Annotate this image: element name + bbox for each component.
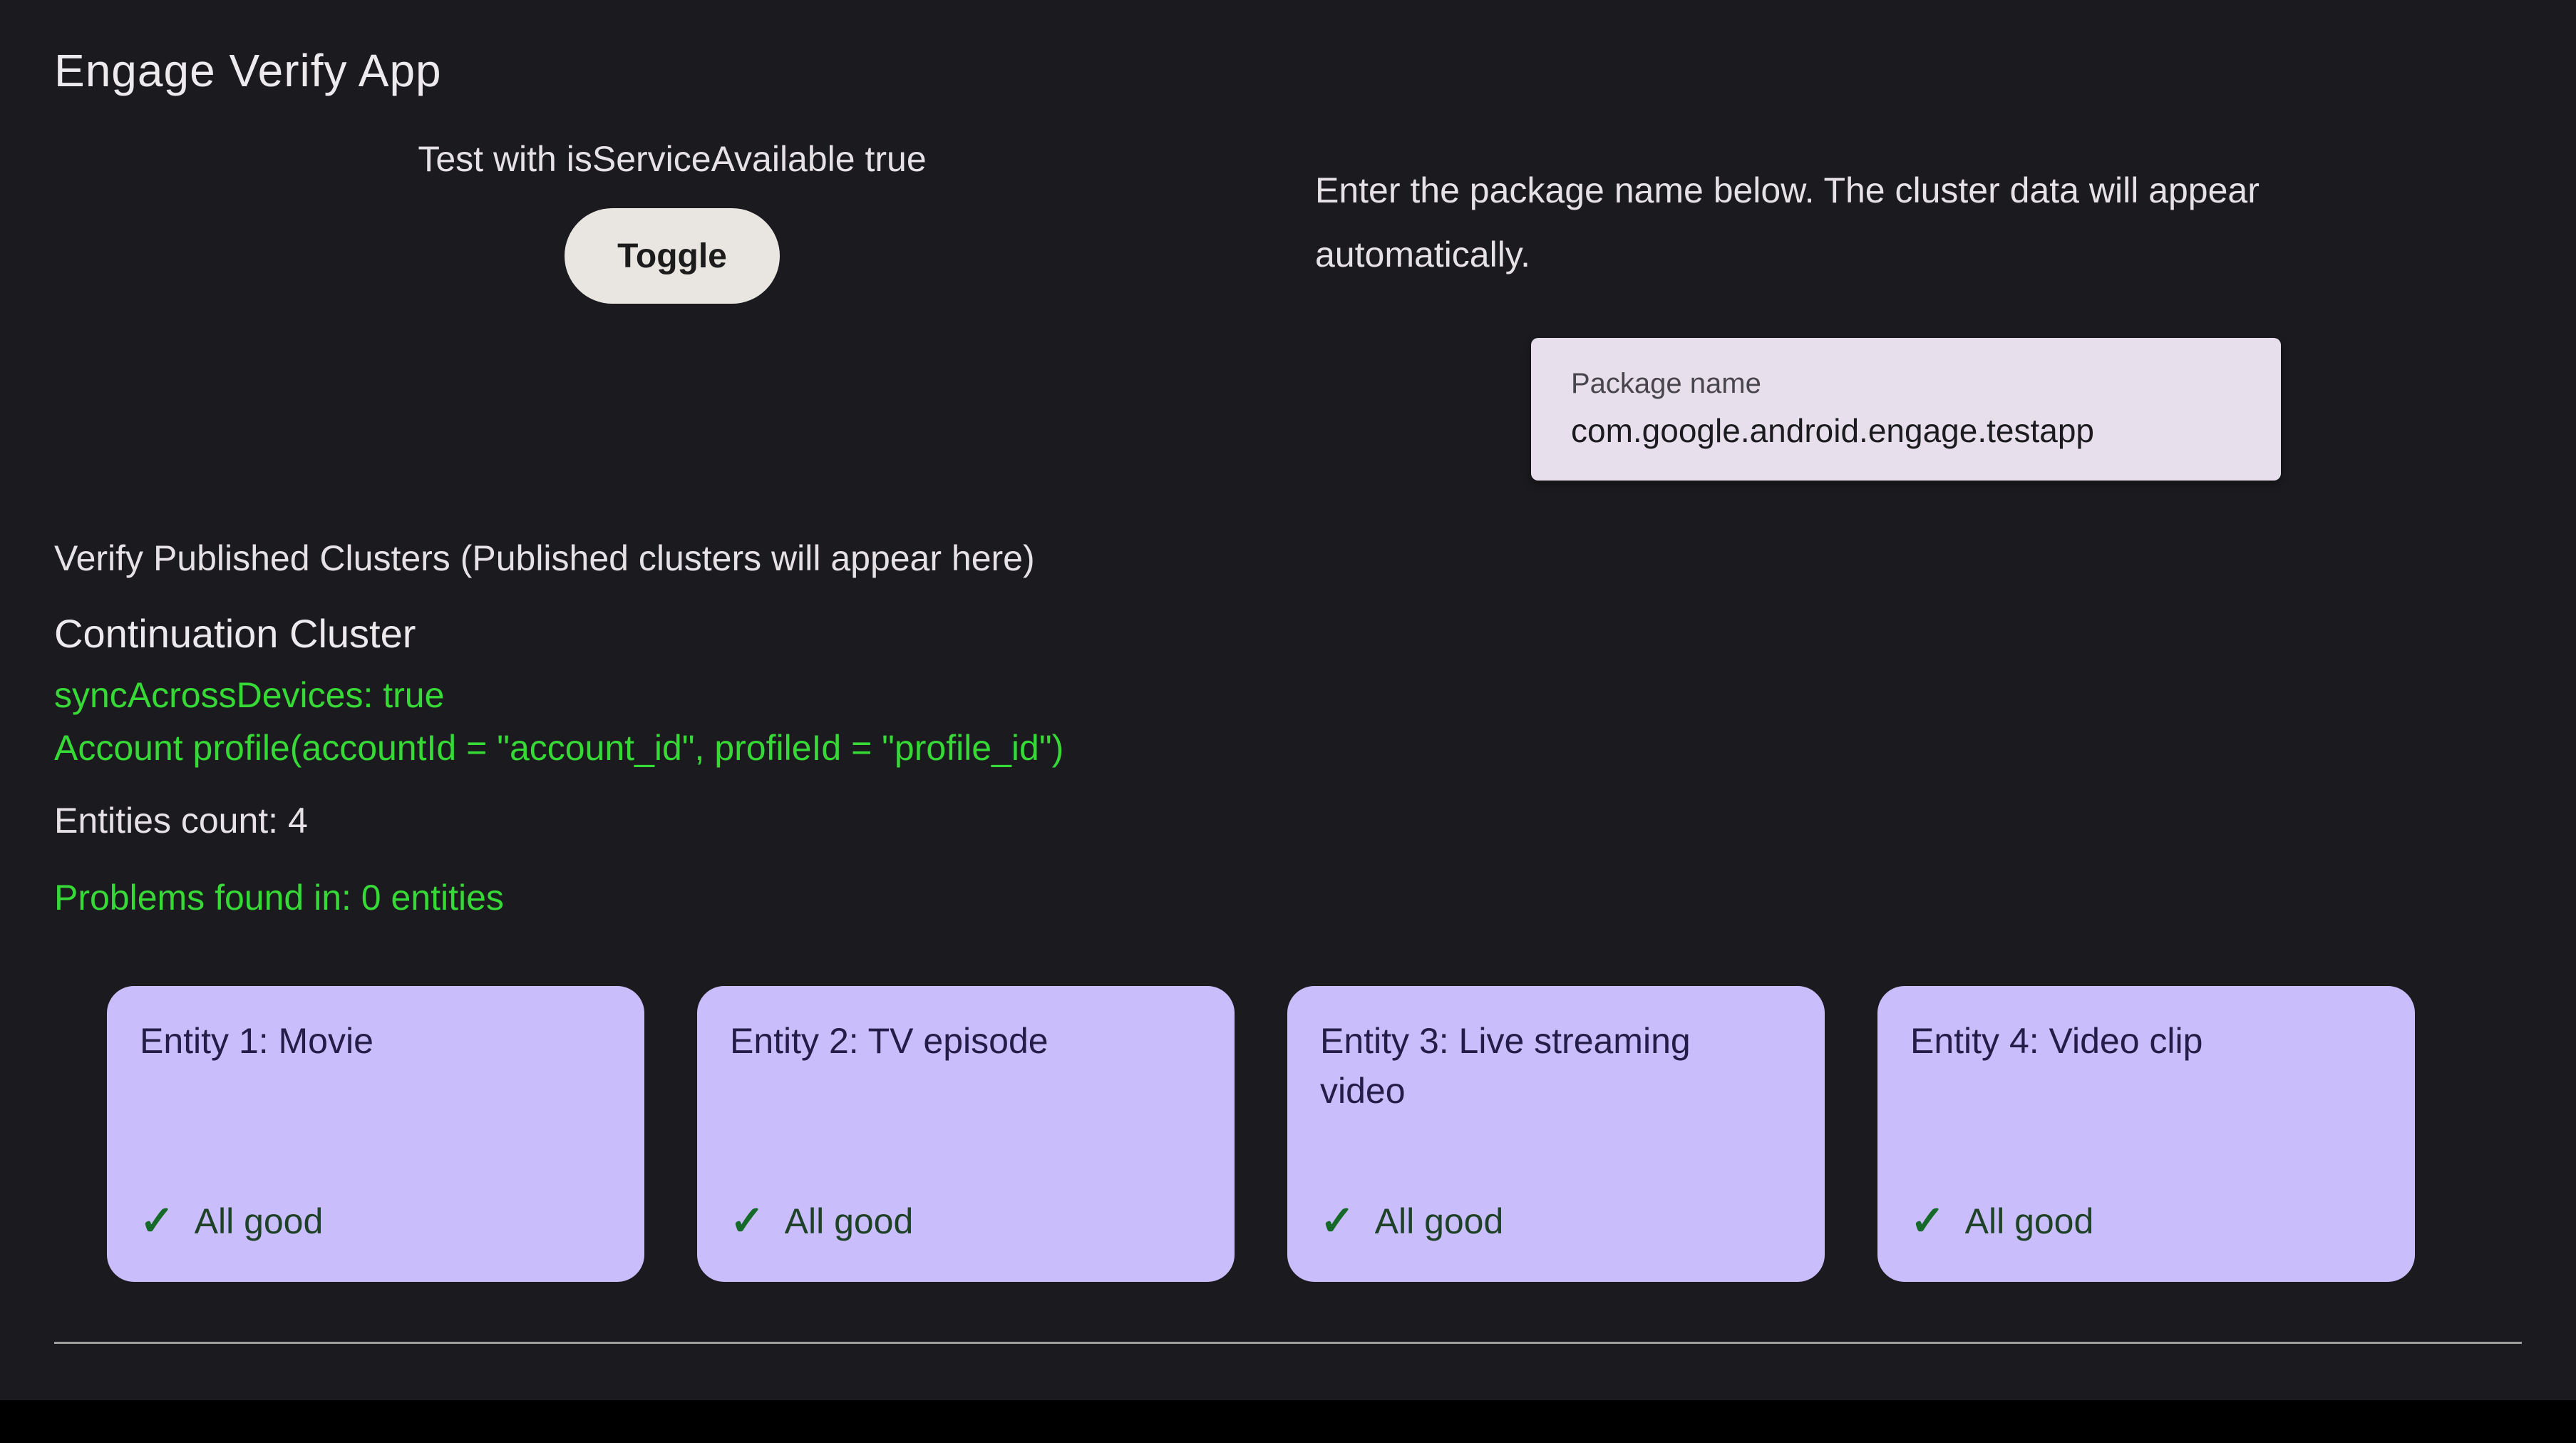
- package-name-label: Package name: [1571, 368, 1761, 399]
- entity-card-status: ✓ All good: [1910, 1201, 2093, 1242]
- problems-found-line: Problems found in: 0 entities: [54, 878, 504, 918]
- entity-card[interactable]: Entity 4: Video clip ✓ All good: [1877, 986, 2415, 1282]
- page-title: Engage Verify App: [54, 45, 442, 96]
- check-icon: ✓: [140, 1198, 175, 1244]
- cluster-title: Continuation Cluster: [54, 611, 416, 656]
- account-profile-line: Account profile(accountId = "account_id"…: [54, 728, 1064, 768]
- entity-card-title: Entity 2: TV episode: [730, 1021, 1049, 1061]
- status-text: All good: [784, 1201, 914, 1241]
- service-test-label: Test with isServiceAvailable true: [418, 139, 927, 179]
- entity-card-status: ✓ All good: [140, 1201, 323, 1242]
- check-icon: ✓: [730, 1198, 765, 1244]
- check-icon: ✓: [1910, 1198, 1945, 1244]
- entity-card-status: ✓ All good: [1320, 1201, 1503, 1242]
- service-availability-section: Test with isServiceAvailable true Toggle: [341, 138, 1004, 304]
- entity-card[interactable]: Entity 2: TV episode ✓ All good: [697, 986, 1235, 1282]
- entity-cards-row: Entity 1: Movie ✓ All good Entity 2: TV …: [107, 986, 2415, 1282]
- entity-card-status: ✓ All good: [730, 1201, 913, 1242]
- verify-clusters-header: Verify Published Clusters (Published clu…: [54, 538, 1035, 578]
- entities-count: Entities count: 4: [54, 801, 308, 841]
- toggle-button[interactable]: Toggle: [565, 208, 780, 304]
- check-icon: ✓: [1320, 1198, 1355, 1244]
- entity-card-title: Entity 4: Video clip: [1910, 1021, 2203, 1061]
- cluster-meta: syncAcrossDevices: true Account profile(…: [54, 669, 1063, 774]
- divider: [54, 1342, 2522, 1344]
- status-text: All good: [1374, 1201, 1504, 1241]
- entity-card[interactable]: Entity 3: Live streaming video ✓ All goo…: [1287, 986, 1825, 1282]
- package-name-field[interactable]: Package name: [1531, 338, 2281, 481]
- entity-card-title: Entity 3: Live streaming video: [1320, 1021, 1691, 1111]
- package-instructions: Enter the package name below. The cluste…: [1315, 170, 2260, 274]
- status-text: All good: [1964, 1201, 2094, 1241]
- sync-across-devices-line: syncAcrossDevices: true: [54, 675, 445, 715]
- entity-card[interactable]: Entity 1: Movie ✓ All good: [107, 986, 644, 1282]
- package-name-input[interactable]: [1571, 411, 2246, 450]
- status-text: All good: [194, 1201, 324, 1241]
- entity-card-title: Entity 1: Movie: [140, 1021, 373, 1061]
- navigation-bar: [0, 1400, 2576, 1443]
